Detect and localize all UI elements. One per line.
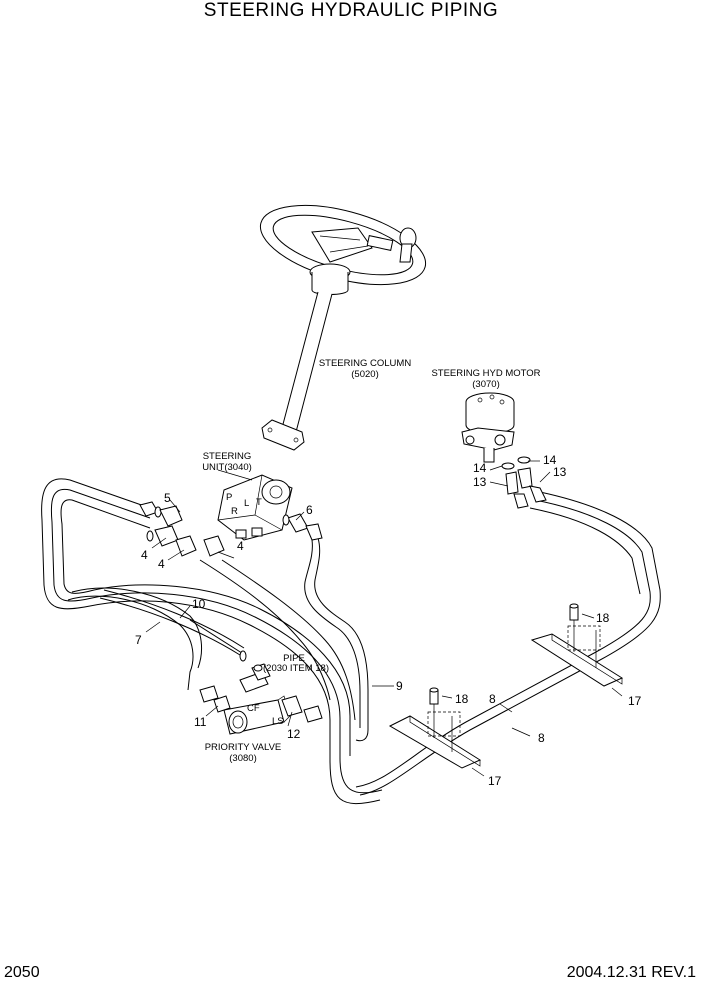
steering-unit: P L R T — [217, 474, 293, 541]
callout-14: 14 — [543, 453, 557, 467]
callout-6: 6 — [306, 503, 313, 517]
motor-fittings — [501, 456, 547, 509]
leader-lines — [145, 460, 623, 777]
pipe-caption: PIPE — [283, 653, 305, 664]
callout-4: 4 — [141, 548, 148, 562]
svg-text:T: T — [256, 497, 262, 508]
callout-12: 12 — [287, 727, 301, 741]
steering-motor-code: (3070) — [472, 379, 499, 390]
callout-18: 18 — [455, 692, 469, 706]
callout-11: 11 — [194, 715, 207, 729]
hose-from-ports — [199, 559, 356, 721]
callout-17: 17 — [628, 694, 642, 708]
bracket-17-right — [530, 603, 624, 687]
svg-text:R: R — [231, 506, 238, 517]
steering-wheel — [259, 204, 427, 286]
priority-valve: CF LS — [199, 685, 323, 735]
steering-column — [261, 263, 351, 451]
steering-unit-caption: STEERING — [203, 451, 252, 462]
hose-9 — [304, 537, 369, 742]
steering-hyd-motor — [461, 392, 515, 463]
pipe-2030 — [189, 619, 271, 693]
steering-unit-code: UNIT(3040) — [202, 462, 252, 473]
unit-fittings — [139, 501, 323, 557]
callout-4: 4 — [158, 557, 165, 571]
callout-10: 10 — [192, 597, 206, 611]
hose-loop-left — [41, 478, 383, 805]
revision-date: 2004.12.31 REV.1 — [566, 964, 696, 981]
steering-column-caption: STEERING COLUMN — [319, 358, 412, 369]
callout-8: 8 — [538, 731, 545, 745]
callout-14: 14 — [473, 461, 487, 475]
callout-13: 13 — [553, 465, 567, 479]
pipe-code: (2030 ITEM 18) — [263, 663, 329, 674]
svg-text:P: P — [226, 492, 232, 503]
svg-text:L: L — [244, 498, 249, 509]
page-number: 2050 — [4, 964, 40, 981]
priority-valve-code: (3080) — [229, 753, 256, 764]
callout-13: 13 — [473, 475, 487, 489]
priority-valve-caption: PRIORITY VALVE — [205, 742, 282, 753]
callout-17: 17 — [488, 774, 502, 788]
bracket-17-left — [388, 687, 482, 769]
steering-motor-caption: STEERING HYD MOTOR — [431, 368, 540, 379]
steering-column-code: (5020) — [351, 369, 378, 380]
callout-9: 9 — [396, 679, 403, 693]
diagram-title: STEERING HYDRAULIC PIPING — [203, 0, 499, 21]
callout-18: 18 — [596, 611, 610, 625]
callout-8: 8 — [489, 692, 496, 706]
port-ls-label: LS — [272, 716, 284, 727]
port-cf-label: CF — [247, 703, 260, 714]
callout-7: 7 — [135, 633, 142, 647]
hose-loop-right — [355, 491, 661, 796]
callout-5: 5 — [164, 491, 171, 505]
callout-4: 4 — [237, 539, 244, 553]
hose-7-10 — [67, 587, 245, 691]
